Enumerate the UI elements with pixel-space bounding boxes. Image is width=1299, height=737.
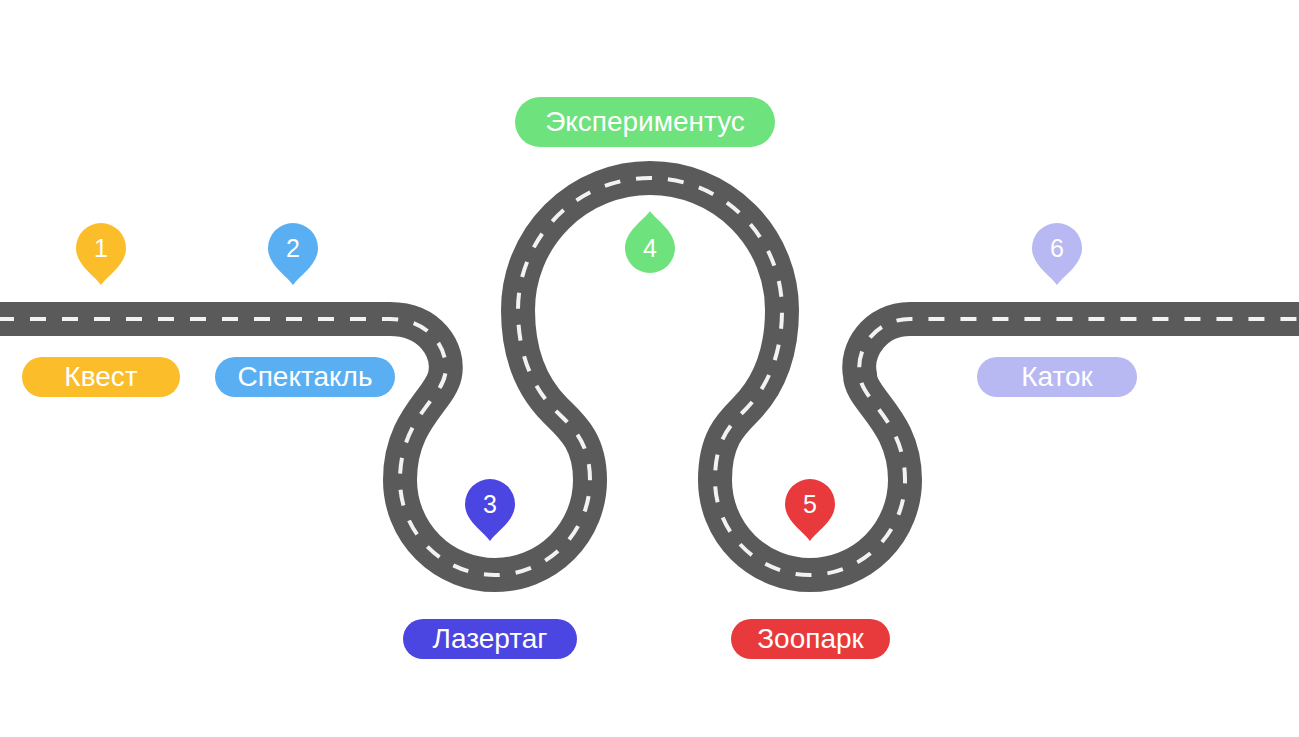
activity-label: Спектакль xyxy=(215,357,395,397)
activity-name: Спектакль xyxy=(237,363,372,391)
location-pin: 6 xyxy=(1032,223,1082,285)
location-pin: 3 xyxy=(465,479,515,541)
location-pin: 2 xyxy=(268,223,318,285)
activity-label: Зоопарк xyxy=(731,619,890,659)
callout-number: 3 xyxy=(465,479,515,529)
activity-name: Квест xyxy=(64,363,137,391)
activity-name: Экспериментус xyxy=(545,108,745,136)
callout-number: 1 xyxy=(76,223,126,273)
activity-name: Каток xyxy=(1021,363,1093,391)
activity-label: Каток xyxy=(977,357,1137,397)
callout-number: 4 xyxy=(625,223,675,273)
activity-label: Лазертаг xyxy=(403,619,577,659)
activity-label: Экспериментус xyxy=(515,97,775,147)
road-markings xyxy=(0,178,1299,575)
activity-label: Квест xyxy=(22,357,180,397)
road-surface xyxy=(0,178,1299,575)
activity-name: Зоопарк xyxy=(757,625,864,653)
location-pin: 1 xyxy=(76,223,126,285)
activity-name: Лазертаг xyxy=(433,625,548,653)
callout-number: 5 xyxy=(785,479,835,529)
callout-number: 6 xyxy=(1032,223,1082,273)
callout-number: 2 xyxy=(268,223,318,273)
location-pin: 4 xyxy=(625,211,675,273)
location-pin: 5 xyxy=(785,479,835,541)
